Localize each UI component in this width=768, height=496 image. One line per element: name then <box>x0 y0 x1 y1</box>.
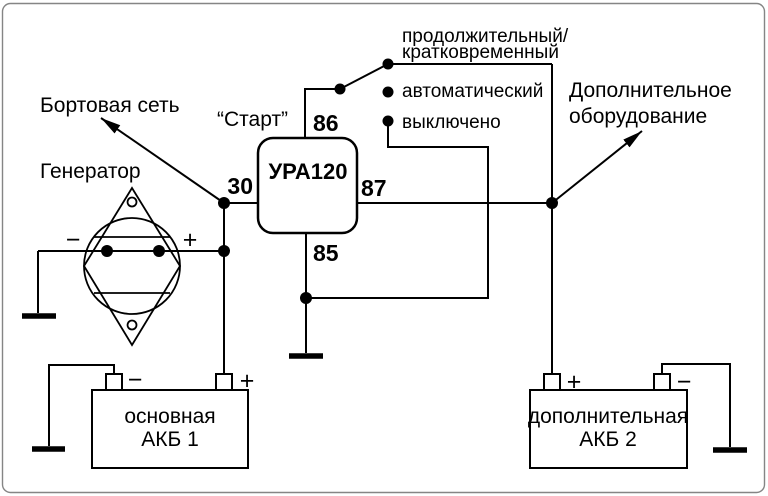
label-equipment-line2: оборудование <box>569 105 707 128</box>
generator-pos-terminal-dot <box>153 245 165 257</box>
label-mode-long-line2: кратковременный <box>402 42 559 63</box>
relay-model-label: УРА120 <box>268 159 347 184</box>
ground-symbols <box>22 313 747 453</box>
battery-aux: + − дополнительная АКБ 2 <box>528 368 692 469</box>
selector-pivot-dot <box>334 83 346 95</box>
generator-pos-sign: + <box>183 226 198 254</box>
junction-30 <box>218 197 230 209</box>
generator-neg-sign: − <box>66 226 81 254</box>
battery-aux-name-line1: дополнительная <box>528 405 688 428</box>
terminal-87-label: 87 <box>361 175 387 201</box>
wire-mode-off <box>306 122 489 299</box>
battery-main-box <box>91 389 249 469</box>
relay-box <box>256 136 359 235</box>
arrow-additional-equipment <box>551 130 643 204</box>
battery-main: − + основная АКБ 1 <box>91 366 255 469</box>
terminal-85-label: 85 <box>313 240 339 266</box>
generator-symbol: − + <box>66 186 198 347</box>
selector-lever <box>339 63 389 90</box>
junction-85-ground <box>300 292 312 304</box>
contact-mode-off-dot <box>382 115 394 127</box>
terminal-86-label: 86 <box>313 110 339 136</box>
wire-86-coil <box>304 88 340 138</box>
label-mode-long-line1: продолжительный/ <box>402 26 569 47</box>
label-generator: Генератор <box>40 160 141 183</box>
battery-aux-neg-terminal <box>653 373 671 391</box>
battery-main-neg-terminal <box>105 373 123 391</box>
generator-hole-bottom <box>126 319 138 331</box>
battery-main-neg-sign: − <box>128 366 143 394</box>
label-start: “Старт” <box>217 108 288 131</box>
contact-mode-auto-dot <box>382 86 394 98</box>
battery-aux-neg-sign: − <box>677 368 692 396</box>
arrow-board-network <box>100 117 225 204</box>
battery-main-name-line2: АКБ 1 <box>141 428 199 451</box>
battery-main-name-line1: основная <box>124 405 215 428</box>
contact-mode-long-dot <box>382 58 394 70</box>
label-board-network: Бортовая сеть <box>40 94 180 117</box>
relay-ura120: УРА120 <box>256 136 359 235</box>
battery-main-pos-terminal <box>215 373 233 391</box>
generator-diamond <box>82 186 182 347</box>
battery-aux-pos-sign: + <box>567 368 582 396</box>
generator-body <box>83 217 181 315</box>
label-mode-off: выключено <box>402 112 501 133</box>
junction-dots <box>101 58 558 304</box>
junction-generator-feed <box>218 245 230 257</box>
generator-neg-terminal-dot <box>101 245 113 257</box>
battery-main-pos-sign: + <box>240 367 255 395</box>
battery-aux-box <box>529 389 688 469</box>
wire-battery1-neg <box>48 364 115 446</box>
junction-87 <box>546 197 558 209</box>
label-equipment-line1: Дополнительное <box>569 79 732 102</box>
terminal-30-label: 30 <box>227 173 253 199</box>
wires <box>37 63 731 447</box>
label-mode-auto: автоматический <box>402 81 543 102</box>
generator-hole-top <box>126 196 138 208</box>
battery-aux-name-line2: АКБ 2 <box>579 428 637 451</box>
battery-aux-pos-terminal <box>543 373 561 391</box>
wire-battery2-neg <box>661 363 731 447</box>
